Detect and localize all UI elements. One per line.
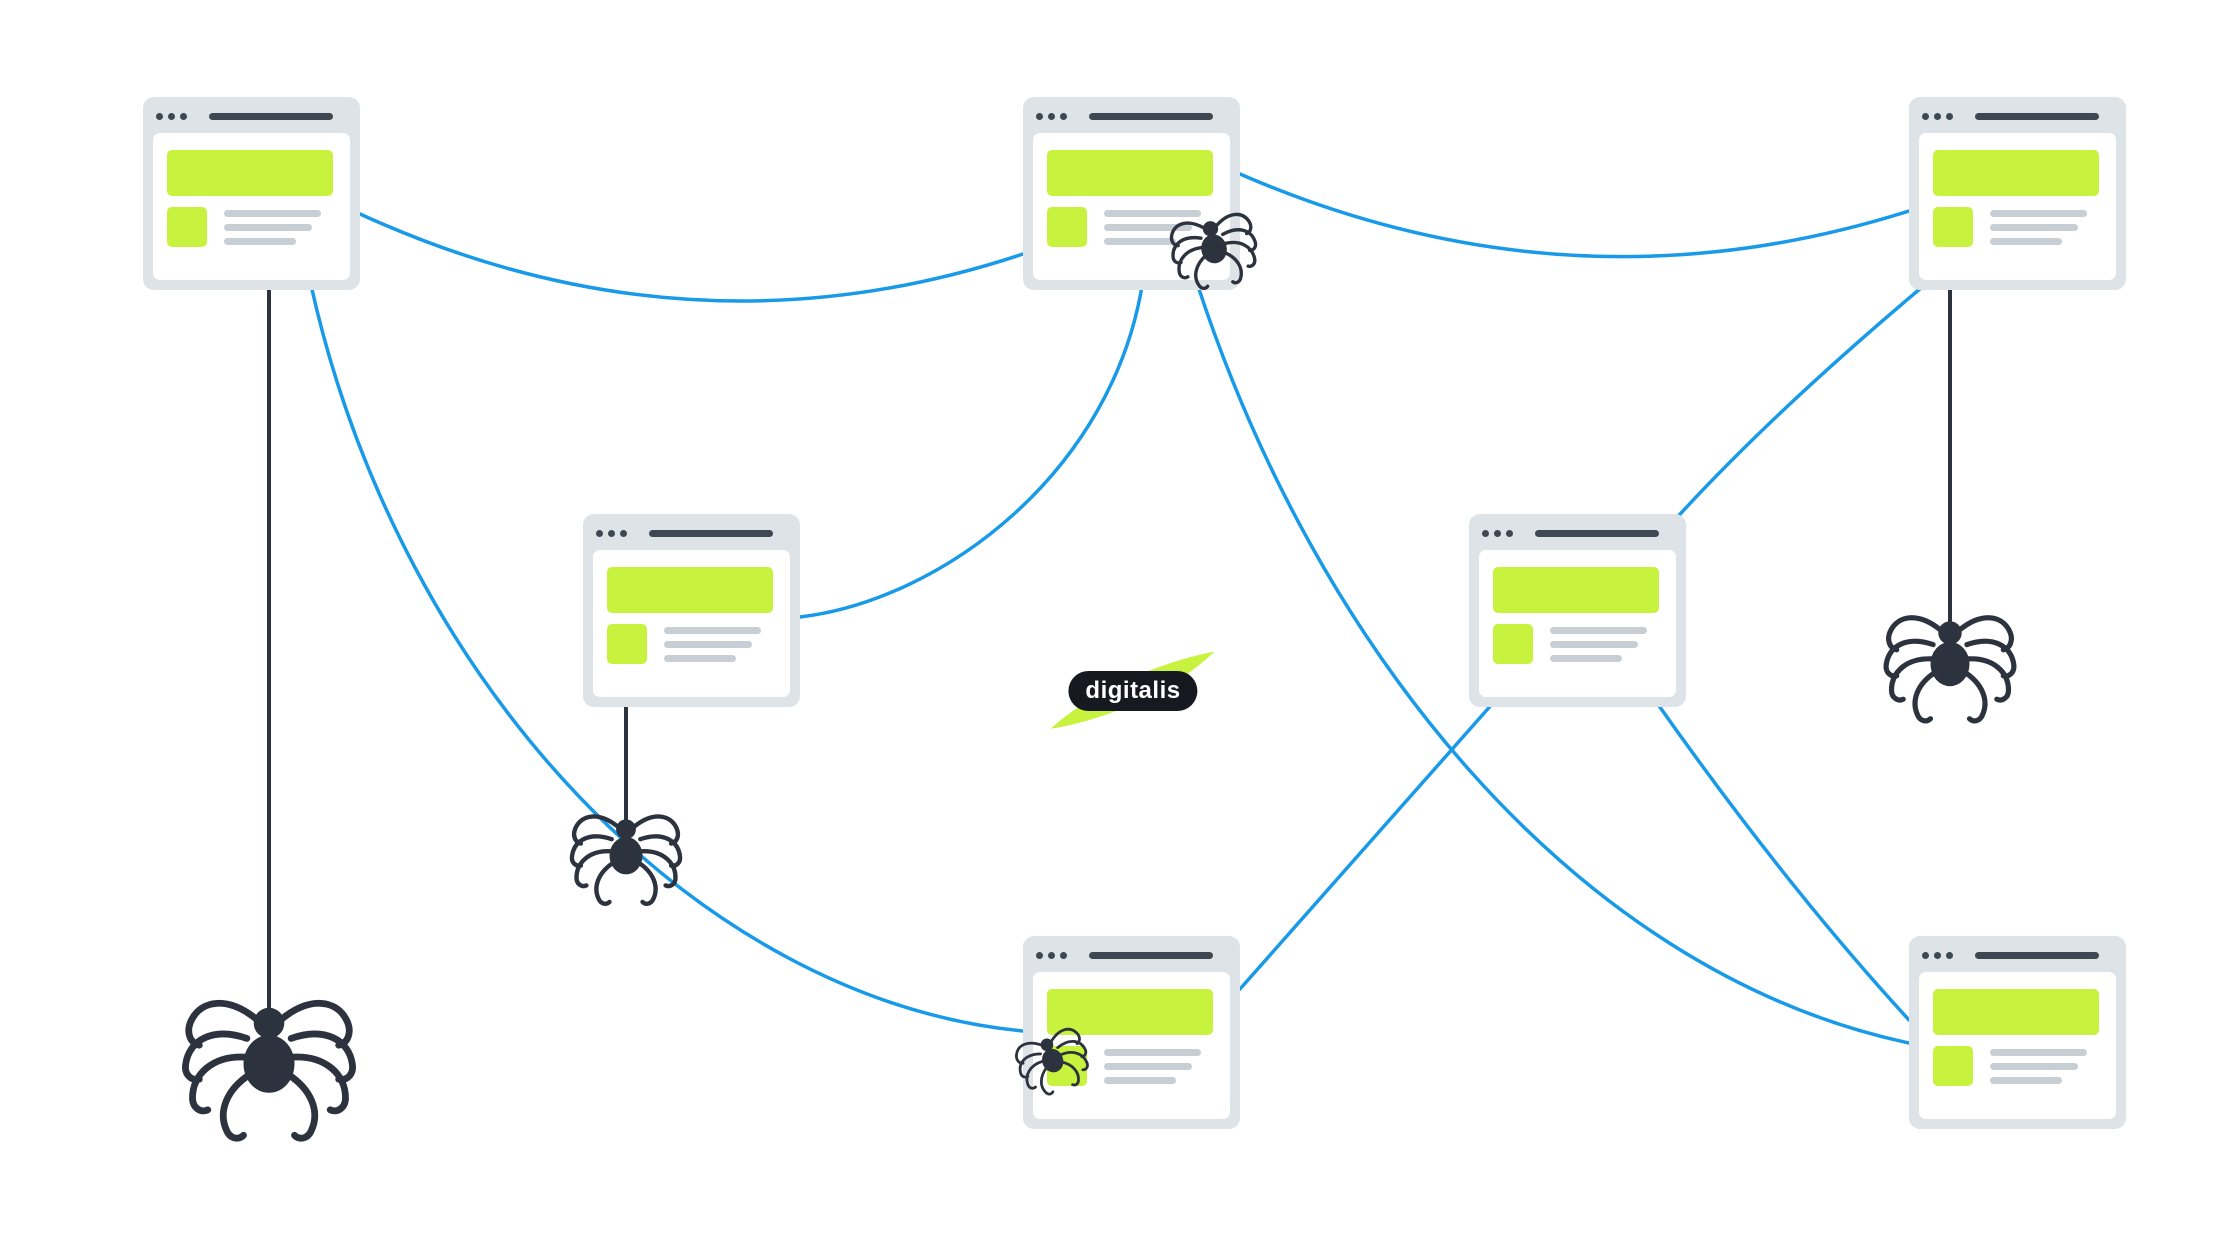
hero-banner xyxy=(607,567,773,613)
hero-banner xyxy=(1933,989,2099,1035)
connection-line xyxy=(1238,701,1495,991)
thumbnail-block xyxy=(1493,624,1533,664)
window-dots-icon xyxy=(1060,952,1067,959)
window-dots-icon xyxy=(1934,113,1941,120)
address-bar xyxy=(1975,113,2099,120)
address-bar xyxy=(1089,952,1213,959)
text-line xyxy=(1550,641,1638,648)
text-line xyxy=(1104,1077,1176,1084)
window-dots-icon xyxy=(1482,530,1489,537)
window-dots-icon xyxy=(1036,952,1043,959)
window-dots-icon xyxy=(608,530,615,537)
text-line xyxy=(1550,627,1647,634)
text-line xyxy=(1104,1049,1201,1056)
window-dots-icon xyxy=(1946,952,1953,959)
logo-badge: digitalis xyxy=(1068,671,1198,711)
window-dots-icon xyxy=(1946,113,1953,120)
spider-icon xyxy=(572,816,680,903)
text-line xyxy=(1990,1049,2087,1056)
thumbnail-block xyxy=(607,624,647,664)
text-line xyxy=(664,627,761,634)
text-line xyxy=(1104,238,1176,245)
window-dots-icon xyxy=(620,530,627,537)
text-line xyxy=(1990,1077,2062,1084)
spider-icon xyxy=(185,1003,352,1138)
hero-banner xyxy=(1047,989,1213,1035)
browser-window-top-center xyxy=(1023,97,1240,290)
text-line xyxy=(1990,1063,2078,1070)
text-line xyxy=(1104,224,1192,231)
hero-banner xyxy=(1933,150,2099,196)
address-bar xyxy=(209,113,333,120)
address-bar xyxy=(1089,113,1213,120)
text-line xyxy=(1550,655,1622,662)
connection-line xyxy=(1655,701,1911,1022)
connection-line xyxy=(1669,286,1923,526)
browser-window-mid-left xyxy=(583,514,800,707)
window-dots-icon xyxy=(1506,530,1513,537)
connection-line xyxy=(1238,172,1911,259)
hero-banner xyxy=(1047,150,1213,196)
browser-window-bottom-right xyxy=(1909,936,2126,1129)
browser-window-top-left xyxy=(143,97,360,290)
window-dots-icon xyxy=(1036,113,1043,120)
window-dots-icon xyxy=(596,530,603,537)
thumbnail-block xyxy=(1047,1046,1087,1086)
hero-banner xyxy=(1493,567,1659,613)
text-line xyxy=(664,655,736,662)
connection-line xyxy=(798,278,1145,619)
text-line xyxy=(224,224,312,231)
text-line xyxy=(1104,1063,1192,1070)
spider-icon xyxy=(1886,618,2014,721)
window-dots-icon xyxy=(1934,952,1941,959)
text-line xyxy=(664,641,752,648)
window-dots-icon xyxy=(1048,113,1055,120)
browser-window-top-right xyxy=(1909,97,2126,290)
window-dots-icon xyxy=(1060,113,1067,120)
text-line xyxy=(1990,238,2062,245)
thumbnail-block xyxy=(167,207,207,247)
window-dots-icon xyxy=(1922,952,1929,959)
thumbnail-block xyxy=(1933,207,1973,247)
text-line xyxy=(224,238,296,245)
window-dots-icon xyxy=(168,113,175,120)
connection-line xyxy=(358,212,1025,303)
text-line xyxy=(1990,224,2078,231)
address-bar xyxy=(649,530,773,537)
window-dots-icon xyxy=(156,113,163,120)
window-dots-icon xyxy=(1922,113,1929,120)
hero-banner xyxy=(167,150,333,196)
text-line xyxy=(224,210,321,217)
window-dots-icon xyxy=(1494,530,1501,537)
text-line xyxy=(1104,210,1201,217)
address-bar xyxy=(1535,530,1659,537)
browser-window-mid-right xyxy=(1469,514,1686,707)
thumbnail-block xyxy=(1047,207,1087,247)
thumbnail-block xyxy=(1933,1046,1973,1086)
window-dots-icon xyxy=(180,113,187,120)
window-dots-icon xyxy=(1048,952,1055,959)
text-line xyxy=(1990,210,2087,217)
browser-window-bottom-center xyxy=(1023,936,1240,1129)
address-bar xyxy=(1975,952,2099,959)
